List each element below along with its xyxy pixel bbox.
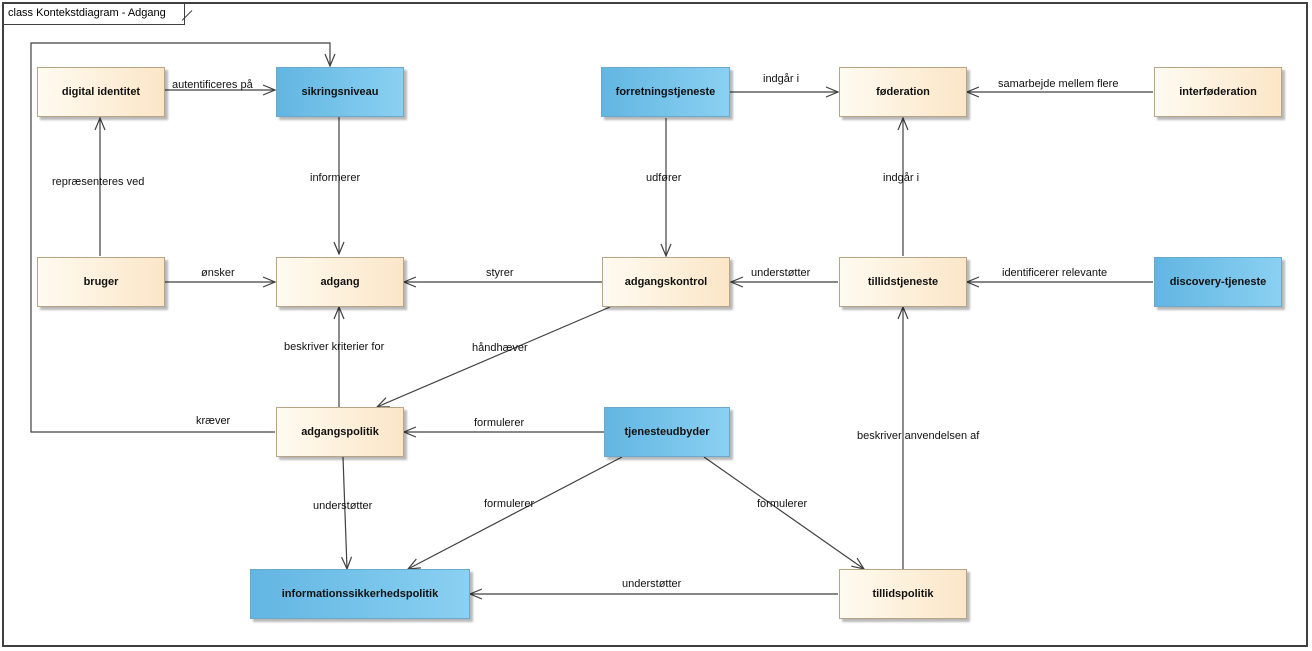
node-tillidspolitik[interactable]: tillidspolitik: [839, 569, 967, 619]
label-understoetter-politik: understøtter: [313, 500, 373, 512]
diagram-title: class Kontekstdiagram - Adgang: [4, 4, 185, 25]
node-tjenesteudbyder[interactable]: tjenesteudbyder: [604, 407, 730, 457]
node-adgangskontrol[interactable]: adgangskontrol: [602, 257, 730, 307]
node-sikringsniveau[interactable]: sikringsniveau: [276, 67, 404, 117]
label-haandhaever: håndhæver: [472, 342, 528, 354]
label-indgaar-i-tillid: indgår i: [883, 172, 919, 184]
edge-understoetter-politik: [343, 456, 347, 569]
label-indgaar-i-forretning: indgår i: [763, 73, 799, 85]
edge-haandhaever: [377, 306, 611, 407]
node-interfoederation[interactable]: interføderation: [1154, 67, 1282, 117]
label-repraesenteres-ved: repræsenteres ved: [52, 176, 144, 188]
edge-formulerer-tillid: [703, 456, 864, 569]
label-styrer: styrer: [486, 267, 514, 279]
edge-kraever: [30, 42, 330, 433]
node-adgangspolitik[interactable]: adgangspolitik: [276, 407, 404, 457]
node-informationssikkerhedspolitik[interactable]: informationssikkerhedspolitik: [250, 569, 470, 619]
label-oensker: ønsker: [201, 267, 235, 279]
label-formulerer-infosik: formulerer: [484, 498, 534, 510]
node-forretningstjeneste[interactable]: forretningstjeneste: [601, 67, 730, 117]
label-samarbejde: samarbejde mellem flere: [998, 78, 1118, 90]
label-informerer: informerer: [310, 172, 360, 184]
label-autentificeres-paa: autentificeres på: [172, 79, 254, 91]
label-beskriver-anvendelsen: beskriver anvendelsen af: [857, 430, 980, 442]
node-digital-identitet[interactable]: digital identitet: [37, 67, 165, 117]
node-foederation[interactable]: føderation: [839, 67, 967, 117]
label-formulerer-politik: formulerer: [474, 417, 524, 429]
label-kraever: kræver: [196, 415, 231, 427]
edge-formulerer-infosik: [408, 456, 623, 569]
label-udfoerer: udfører: [646, 172, 682, 184]
node-discovery-tjeneste[interactable]: discovery-tjeneste: [1154, 257, 1282, 307]
node-bruger[interactable]: bruger: [37, 257, 165, 307]
label-formulerer-tillid: formulerer: [757, 498, 807, 510]
label-understoetter-infosik: understøtter: [622, 578, 682, 590]
label-identificerer: identificerer relevante: [1002, 267, 1107, 279]
node-tillidstjeneste[interactable]: tillidstjeneste: [839, 257, 967, 307]
node-adgang[interactable]: adgang: [276, 257, 404, 307]
label-beskriver-kriterier: beskriver kriterier for: [284, 341, 385, 353]
label-understoetter-tillidstjeneste: understøtter: [751, 267, 811, 279]
